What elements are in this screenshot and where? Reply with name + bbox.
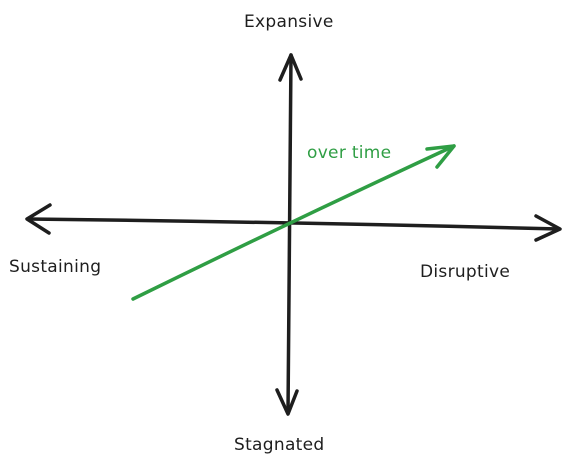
right-arrowhead [534,214,562,242]
axis-label-top: Expansive [244,12,334,32]
up-arrowhead [278,53,303,82]
down-arrowhead [275,388,299,416]
trend-arrow-line [131,144,456,301]
axis-label-right: Disruptive [420,262,511,282]
axis-label-bottom: Stagnated [234,435,325,455]
left-arrowhead [25,203,52,235]
trend-arrow [131,144,456,301]
axis-label-left: Sustaining [9,257,102,277]
vertical-axis-line [286,53,293,415]
trend-label: over time [307,143,392,163]
trend-arrowhead [425,144,456,169]
vertical-axis [275,53,303,416]
